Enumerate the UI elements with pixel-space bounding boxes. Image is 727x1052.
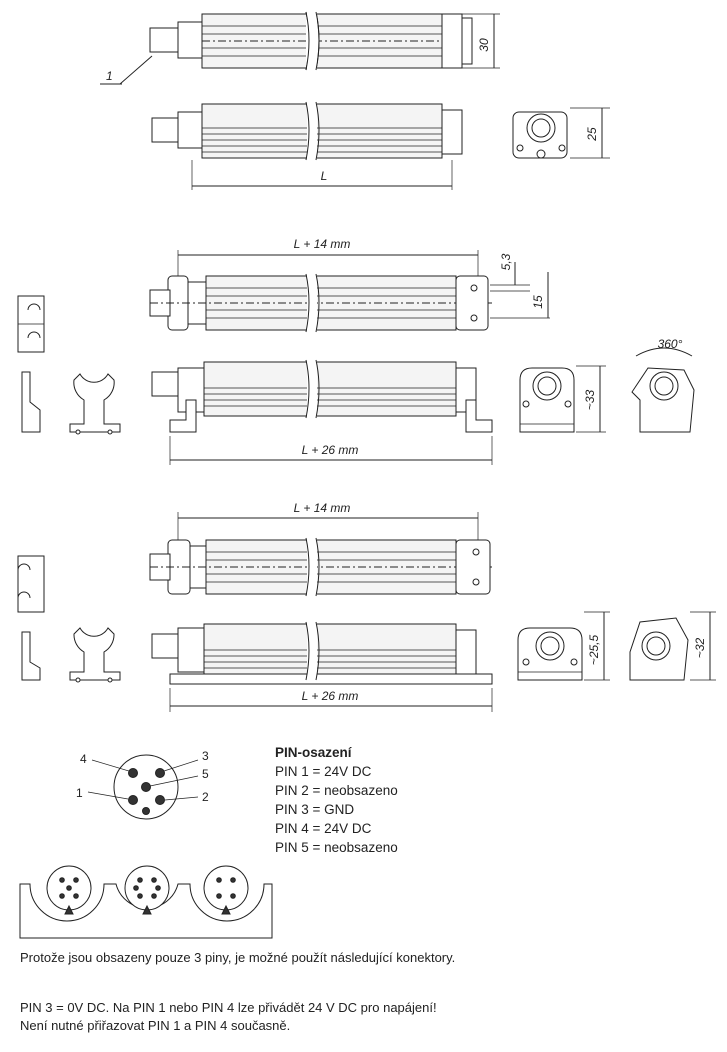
- dim-L14-a: L + 14 mm: [294, 237, 351, 251]
- note-connectors: Protože jsou obsazeny pouze 3 piny, je m…: [20, 950, 456, 965]
- pin-assignment-title: PIN-osazení: [275, 745, 352, 760]
- clip-top-view-b: [17, 555, 45, 613]
- dim-15: 15: [531, 295, 545, 309]
- end-view-3: [517, 627, 583, 681]
- pin-label-5: 5: [202, 767, 209, 781]
- dim-L26-b: L + 26 mm: [302, 689, 359, 703]
- lamp-top-view-2: [149, 272, 492, 334]
- pin-2: [155, 795, 165, 805]
- note-power: PIN 3 = 0V DC. Na PIN 1 nebo PIN 4 lze p…: [20, 1000, 437, 1015]
- end-view-2-rotated: [631, 367, 695, 433]
- coding-key: [142, 807, 150, 815]
- pin-row: PIN 4 = 24V DC: [275, 821, 372, 836]
- dim-L26-a: L + 26 mm: [302, 443, 359, 457]
- note-assignment: Není nutné přiřazovat PIN 1 a PIN 4 souč…: [20, 1018, 291, 1033]
- pin-label-3: 3: [202, 749, 209, 763]
- clip-top-view-a: [17, 295, 45, 353]
- connector-options: [19, 865, 273, 939]
- dim-25: 25: [585, 127, 599, 142]
- pin-3: [155, 768, 165, 778]
- pin-label-1: 1: [76, 786, 83, 800]
- dim-25-5: ~25,5: [587, 634, 601, 665]
- dim-32: ~32: [693, 637, 707, 658]
- end-view-1: [512, 111, 568, 159]
- callout-1: 1: [106, 69, 113, 83]
- pin-row: PIN 2 = neobsazeno: [275, 783, 398, 798]
- lamp-front-view-3: [151, 620, 493, 685]
- pin-row: PIN 5 = neobsazeno: [275, 840, 398, 855]
- lamp-top-view-3: [149, 536, 492, 598]
- dim-360: 360°: [658, 337, 683, 351]
- dim-33: ~33: [583, 389, 597, 410]
- lamp-top-view-1: [149, 10, 473, 72]
- dim-L: L: [321, 169, 328, 183]
- connector-pinout: [87, 754, 199, 820]
- dim-30: 30: [477, 38, 491, 52]
- pin-assignment: PIN-osazení PIN 1 = 24V DC PIN 2 = neobs…: [275, 743, 398, 857]
- pin-label-4: 4: [80, 752, 87, 766]
- dim-5-3: 5,3: [499, 253, 513, 270]
- pin-1: [128, 795, 138, 805]
- pin-label-2: 2: [202, 790, 209, 804]
- dim-L14-b: L + 14 mm: [294, 501, 351, 515]
- end-view-3-rotated: [629, 617, 689, 681]
- lamp-front-view-2: [151, 358, 493, 433]
- end-view-2: [519, 367, 575, 433]
- clip-side-view-a: [21, 371, 121, 435]
- clip-side-view-b: [21, 627, 121, 683]
- pin-5: [141, 782, 151, 792]
- pin-row: PIN 3 = GND: [275, 802, 355, 817]
- lamp-front-view-1: [151, 100, 463, 162]
- pin-row: PIN 1 = 24V DC: [275, 764, 372, 779]
- pin-4: [128, 768, 138, 778]
